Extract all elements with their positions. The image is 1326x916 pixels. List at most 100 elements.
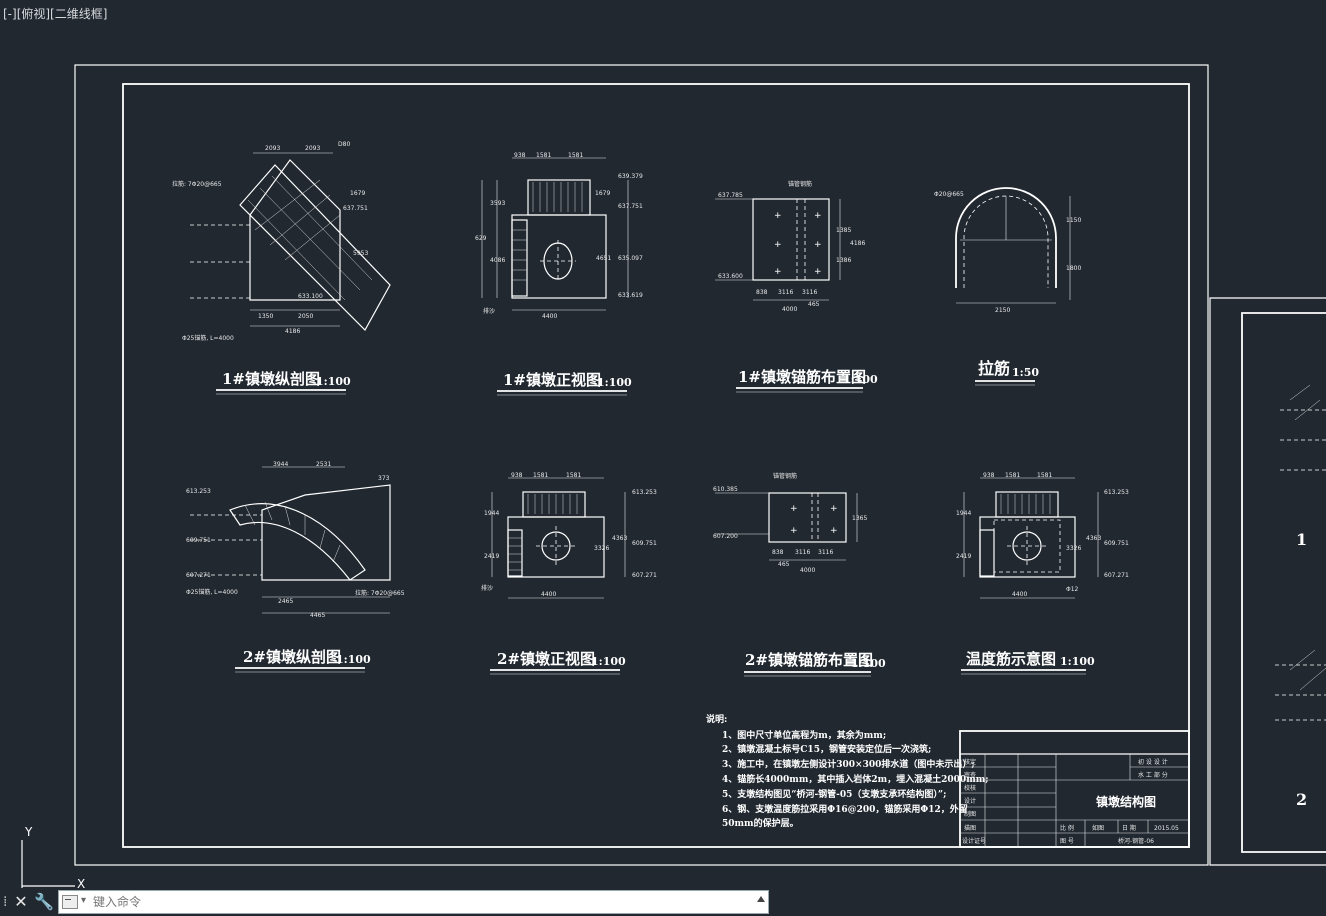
drawing-canvas[interactable]: 2093 2093 D80 1679 5953 1350 2050 4186 拉… [0, 0, 1326, 888]
note-item: 1、图中尺寸单位高程为m，其余为mm; [722, 729, 886, 741]
dim-label: 1944 [956, 510, 971, 517]
view-scale: 1:100 [851, 657, 886, 670]
grip-handle[interactable]: ⁞ [3, 894, 8, 910]
view-title: 温度筋示意图 [966, 650, 1056, 668]
ucs-x-label: X [77, 877, 85, 888]
elevation-label: 609.751 [632, 540, 657, 547]
elevation-label: 607.200 [713, 533, 738, 540]
dim-label: 938 [514, 152, 526, 159]
dim-label: 拉筋: 7Φ20@665 [355, 589, 405, 597]
command-input[interactable] [93, 893, 733, 911]
dim-label: 2093 [305, 145, 320, 152]
dim-label: 1581 [1005, 472, 1020, 479]
viewport-controls-label[interactable]: [-][俯视][二维线框] [3, 7, 108, 21]
chevron-down-icon[interactable]: ▾ [81, 895, 87, 906]
view-titles: 1#镇墩纵剖图 1:100 1#镇墩正视图 1:100 1#镇墩锚筋布置图 1:… [216, 359, 1095, 677]
elevation-label: 639.379 [618, 173, 643, 180]
ucs-icon: Y X [21, 825, 85, 888]
dim-label: 3326 [1066, 545, 1081, 552]
dim-label: 2419 [956, 553, 971, 560]
wrench-icon[interactable]: 🔧 [34, 892, 54, 911]
dim-label: 838 [756, 289, 768, 296]
dim-label: 938 [511, 472, 523, 479]
elevation-label: 637.785 [718, 192, 743, 199]
title-block-value: 如图 [1092, 824, 1104, 832]
dim-label: 拉筋: 7Φ20@665 [172, 180, 222, 188]
title-block-drawing-title: 镇墩结构图 [1096, 794, 1156, 809]
dim-label: 1944 [484, 510, 499, 517]
view-title: 2#镇墩正视图 [497, 650, 595, 668]
dim-label: 4086 [490, 257, 505, 264]
title-block-label: 图 号 [1060, 838, 1074, 845]
dim-label: 1581 [568, 152, 583, 159]
command-history-icon[interactable] [62, 895, 78, 909]
dim-label: 4400 [1012, 591, 1027, 598]
dim-label: 2465 [278, 598, 293, 605]
dim-label: 629 [475, 235, 487, 242]
dim-label: 3116 [818, 549, 833, 556]
dim-label: 3326 [594, 545, 609, 552]
dim-label: 排沙 [483, 307, 495, 315]
view-scale: 1:100 [591, 655, 626, 668]
dim-label: 2093 [265, 145, 280, 152]
dim-label: 1679 [350, 190, 365, 197]
view-4-tie-bar [955, 187, 1071, 304]
svg-text:+: + [814, 267, 822, 277]
svg-text:+: + [814, 211, 822, 221]
dim-label: 4363 [1086, 535, 1101, 542]
title-block-label: 比 例 [1060, 824, 1074, 832]
title-block-stage: 初 设 设 计 [1138, 758, 1168, 766]
title-block-label: 描图 [964, 824, 976, 832]
next-sheet-outer-border [1209, 297, 1326, 866]
dim-label: 锚管钢筋 [788, 180, 812, 188]
dim-label: 3116 [795, 549, 810, 556]
dim-label: 排沙 [481, 584, 493, 592]
elevation-label: 613.253 [186, 488, 211, 495]
view-scale: 1:100 [1060, 655, 1095, 668]
view-title: 2#镇墩纵剖图 [243, 648, 341, 666]
svg-text:+: + [830, 504, 838, 514]
elevation-label: 607.271 [632, 572, 657, 579]
view-3-anchor-layout: ++ ++ ++ [715, 198, 841, 301]
view-title: 拉筋 [978, 359, 1010, 378]
title-block-label: 设计 [964, 797, 976, 805]
chevron-up-icon[interactable] [757, 896, 765, 902]
svg-text:2: 2 [1296, 790, 1307, 809]
next-sheet-partial: 1 2 [1275, 384, 1326, 809]
dim-label: Φ20@665 [934, 191, 964, 198]
elevation-label: 635.097 [618, 255, 643, 262]
view-scale: 1:50 [1012, 366, 1039, 379]
svg-text:+: + [790, 526, 798, 536]
dim-label: 3944 [273, 461, 288, 468]
next-sheet-inner-border [1241, 312, 1326, 853]
elevation-label: 613.253 [632, 489, 657, 496]
dim-label: 1581 [536, 152, 551, 159]
elevation-label: 637.751 [343, 205, 368, 212]
title-block-value: 2015.05 [1154, 825, 1179, 832]
dim-label: 5953 [353, 250, 368, 257]
dim-label: 4363 [612, 535, 627, 542]
dim-label: 1365 [852, 515, 867, 522]
ucs-y-label: Y [24, 825, 33, 839]
view-2-front [481, 157, 629, 311]
title-block-value: 桥河-钢管-06 [1118, 837, 1154, 845]
close-icon[interactable]: ✕ [14, 892, 28, 911]
dim-label: 4400 [541, 591, 556, 598]
note-item: 50mm的保护层。 [722, 817, 799, 829]
dim-label: 838 [772, 549, 784, 556]
svg-text:1: 1 [1296, 530, 1307, 549]
dim-label: 1150 [1066, 217, 1081, 224]
svg-text:+: + [790, 504, 798, 514]
svg-text:+: + [774, 211, 782, 221]
title-block [959, 730, 1190, 848]
dim-label: 3116 [802, 289, 817, 296]
svg-text:+: + [830, 526, 838, 536]
title-block-label: 日 期 [1122, 824, 1136, 832]
elevation-label: 609.751 [186, 537, 211, 544]
elevation-label: 633.600 [718, 273, 743, 280]
command-input-box[interactable]: ▾ [58, 890, 769, 914]
title-block-label: 制图 [964, 810, 976, 818]
sheet-outer-border [74, 64, 1209, 866]
note-item: 2、镇墩混凝土标号C15，钢管安装定位后一次浇筑; [722, 743, 931, 755]
sheet-inner-border [122, 83, 1190, 848]
